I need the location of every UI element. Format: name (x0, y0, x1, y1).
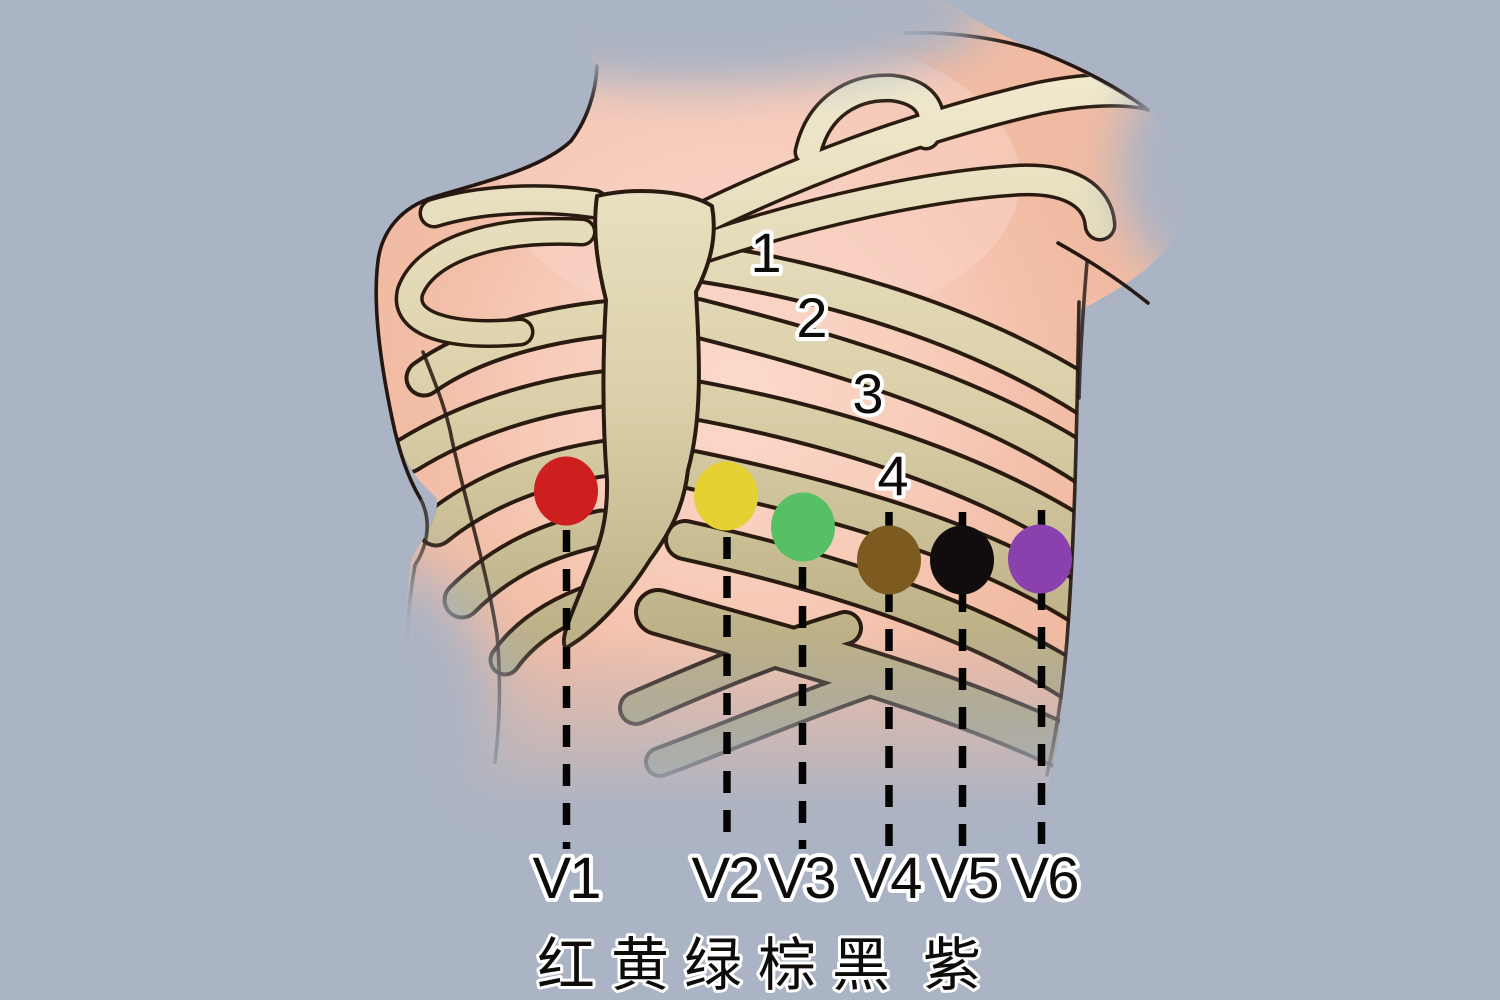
lead-label-v5: V5 (931, 846, 998, 911)
caption-char-brown: 棕 (758, 933, 816, 998)
electrode-v4-dot (857, 525, 921, 595)
rib-number-2: 2 (796, 286, 827, 349)
rib-number-4: 4 (877, 444, 908, 507)
caption-char-yellow: 黄 (611, 933, 669, 998)
electrode-v3-dot (771, 492, 835, 562)
color-caption: 红 黄 绿 棕 黑 紫 (534, 930, 984, 1000)
rib-number-3: 3 (852, 362, 883, 425)
lead-labels: V1 V2 V3 V4 V5 V6 (529, 842, 1084, 915)
caption-char-black: 黑 (832, 933, 890, 998)
sternum (561, 189, 716, 650)
caption-char-red: 红 (537, 933, 595, 998)
electrode-v1-dot (534, 456, 598, 526)
electrode-v6-dot (1008, 524, 1072, 594)
rib-numbers: 1 2 3 4 (746, 217, 912, 511)
caption-char-green: 绿 (684, 933, 742, 998)
lead-label-v3: V3 (768, 846, 835, 911)
electrode-v5-dot (930, 525, 994, 595)
lead-label-v4: V4 (854, 846, 922, 911)
lead-label-v6: V6 (1011, 846, 1078, 911)
lead-label-v1: V1 (533, 846, 600, 911)
electrode-v2-dot (694, 461, 758, 531)
lead-label-v2: V2 (692, 846, 759, 911)
rib-number-1: 1 (750, 221, 781, 284)
electrode-dots (534, 456, 1072, 595)
caption-char-purple: 紫 (923, 933, 981, 998)
